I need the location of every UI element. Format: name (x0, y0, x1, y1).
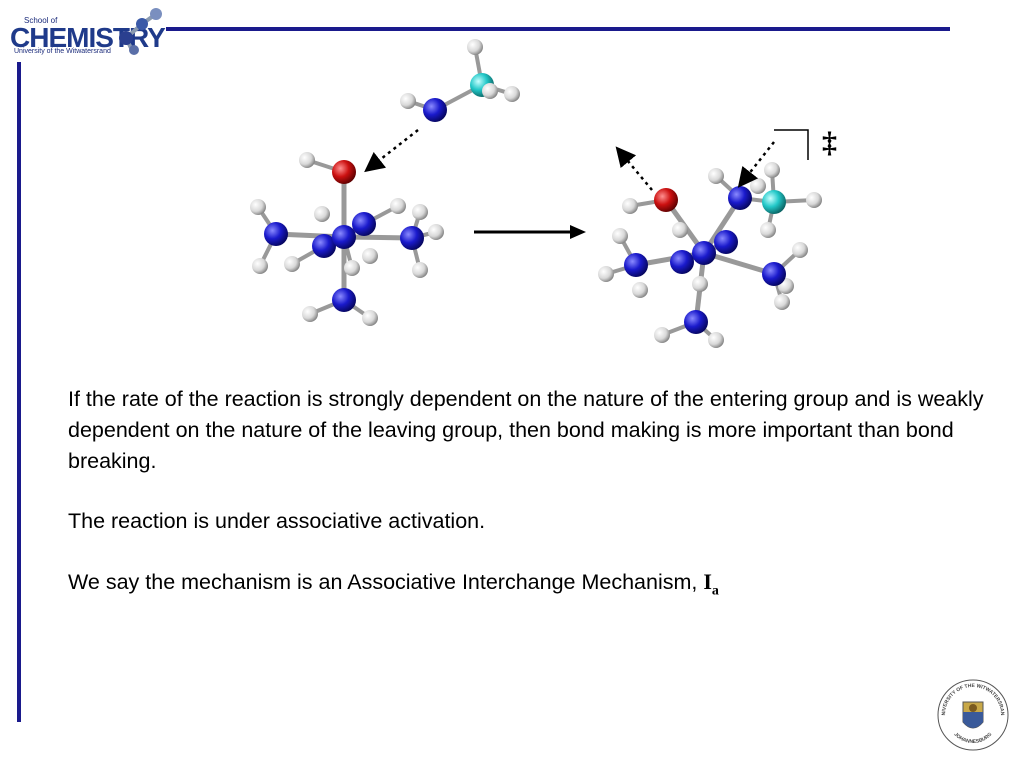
reaction-arrow (474, 225, 586, 239)
school-of-chemistry-logo: School of CHEMISTRY University of the Wi… (4, 4, 166, 60)
entering-ligand (400, 39, 520, 122)
transition-state-bracket (774, 129, 809, 160)
mechanism-sentence: We say the mechanism is an Associative I… (68, 570, 704, 594)
mechanism-symbol-main: I (703, 569, 712, 594)
explanation-text: If the rate of the reaction is strongly … (68, 384, 1008, 635)
mechanism-symbol: Ia (703, 569, 719, 598)
svg-text:JOHANNESBURG: JOHANNESBURG (953, 731, 994, 745)
seal-bottom-text: JOHANNESBURG (953, 731, 994, 745)
transition-state-complex (598, 162, 822, 348)
paragraph-associative-activation: The reaction is under associative activa… (68, 509, 486, 533)
header-rule (166, 27, 950, 31)
mechanism-symbol-sub: a (711, 583, 719, 599)
double-dagger-symbol: ‡ (822, 126, 837, 159)
entering-arrow (737, 141, 775, 188)
left-rule (17, 62, 21, 722)
molecule-logo-icon (119, 8, 162, 55)
logo-university-text: University of the Witwatersrand (14, 48, 111, 55)
logo-school-text: School of (24, 16, 58, 25)
reactant-complex (250, 152, 444, 326)
paragraph-rate-dependence: If the rate of the reaction is strongly … (68, 387, 984, 473)
university-seal-icon: UNIVERSITY OF THE WITWATERSRAND JOHANNES… (936, 678, 1009, 751)
reaction-diagram: ‡ (250, 39, 837, 348)
paragraph-mechanism: We say the mechanism is an Associative I… (68, 566, 1008, 606)
leaving-arrow (615, 146, 653, 191)
approach-arrow (364, 129, 419, 173)
